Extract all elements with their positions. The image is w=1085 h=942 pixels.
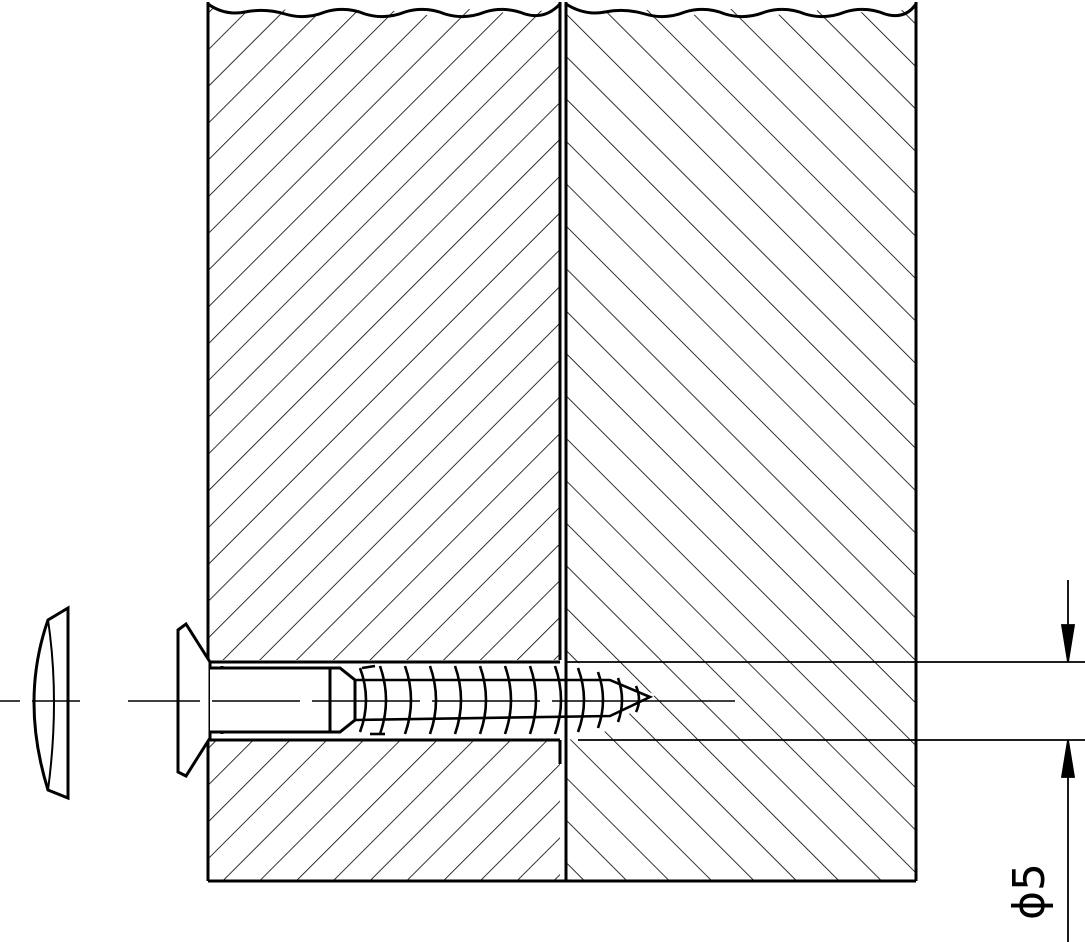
break-line (207, 2, 562, 19)
left-panel (208, 4, 560, 881)
dimension-phi5 (566, 580, 1085, 942)
screw-head (176, 621, 212, 778)
cover-cap (32, 605, 70, 801)
screw (176, 621, 654, 778)
arrow-down-icon (1060, 624, 1076, 663)
right-panel (566, 4, 916, 881)
arrow-up-icon (1060, 739, 1076, 778)
dimension-label: ϕ5 (1004, 863, 1055, 920)
screw-thread (354, 664, 654, 736)
